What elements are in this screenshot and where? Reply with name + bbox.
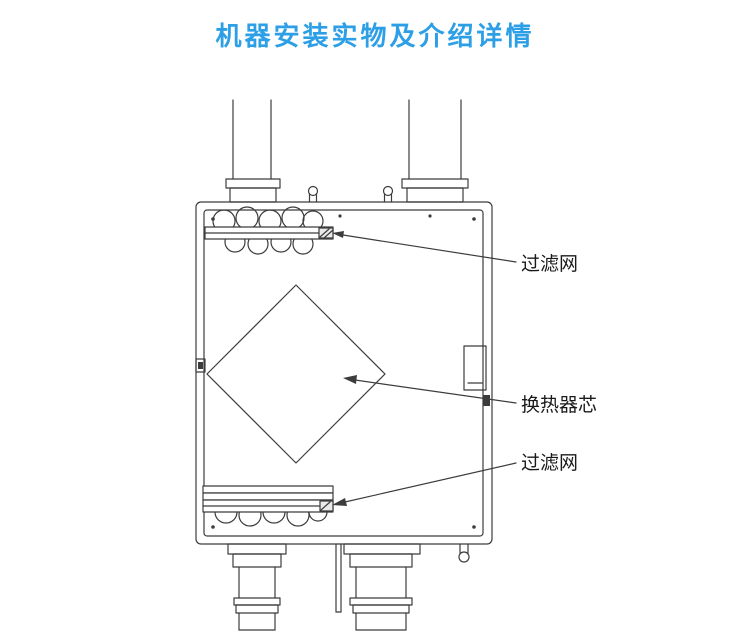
leader-filter-bottom [332,462,517,506]
page-title: 机器安装实物及介绍详情 [215,21,535,51]
label-filter-top: 过滤网 [521,253,578,275]
right-wall-latch [483,395,490,406]
bottom-duct-right [343,543,421,631]
filter-top-bar [204,226,334,240]
leader-filter-top [332,231,517,263]
hanger-tab-bottom [458,543,470,563]
label-filter-bottom: 过滤网 [521,452,578,474]
junction-box [463,345,487,391]
filter-bottom-bar [202,485,334,513]
heat-exchanger-core-shape [206,284,386,464]
top-duct-right [401,99,469,203]
top-duct-left [225,99,281,203]
leader-heat-exchanger [343,375,517,404]
left-wall-latch [195,358,206,373]
label-heat-exchanger-core: 换热器芯 [521,394,597,416]
bottom-narrow-duct [335,543,342,613]
hanger-tabs-top [307,185,394,203]
bottom-duct-left [227,543,287,631]
